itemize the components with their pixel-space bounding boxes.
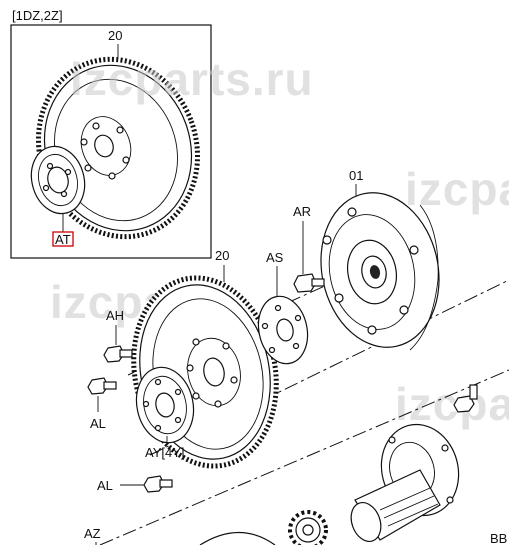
label-20[interactable]: 20 (215, 248, 229, 263)
label-ay[interactable]: AY[4Y] (145, 445, 185, 460)
label-01[interactable]: 01 (349, 168, 363, 183)
torque-converter (320, 192, 440, 351)
bolt-ah (103, 345, 133, 363)
bolt-pump (453, 384, 478, 413)
small-gear (288, 510, 328, 545)
bolt-ar (293, 273, 325, 293)
label-al-1[interactable]: AL (90, 416, 106, 431)
plate-as (257, 295, 309, 365)
label-az[interactable]: AZ (84, 526, 101, 541)
label-al-2[interactable]: AL (97, 478, 113, 493)
label-as[interactable]: AS (266, 250, 284, 265)
at-highlight-box[interactable] (52, 231, 74, 247)
inset-part-at-label[interactable]: AT (55, 232, 71, 247)
label-bb[interactable]: BB (490, 531, 507, 545)
inset-part-20-label[interactable]: 20 (108, 28, 122, 43)
plate-ay (135, 366, 195, 444)
label-ar[interactable]: AR (293, 204, 311, 219)
bolt-al-lower (143, 475, 173, 493)
watermark: izcparts.ru (70, 53, 314, 105)
watermark: izcpa (395, 378, 509, 430)
pump-assembly (350, 423, 460, 542)
label-ah[interactable]: AH (106, 308, 124, 323)
inset-title: [1DZ,2Z] (12, 8, 63, 23)
watermark: izcpa (405, 163, 509, 215)
bolt-al-upper (87, 377, 117, 395)
inset-plate-at (30, 145, 86, 215)
inset-panel: [1DZ,2Z] 20 AT (10, 8, 212, 259)
